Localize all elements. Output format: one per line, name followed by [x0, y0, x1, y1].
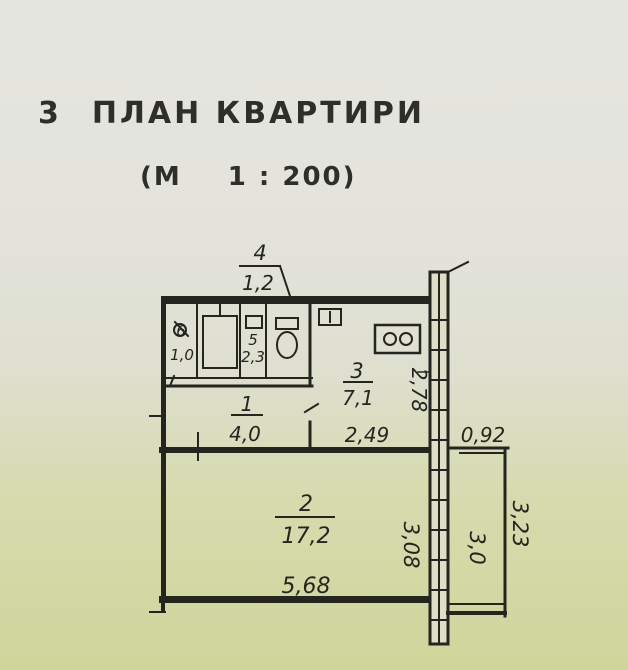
dimension-kitchen-width: 2,49	[345, 423, 390, 447]
room-5-area: 2,3	[241, 348, 265, 366]
room-1-number: 1	[241, 392, 254, 416]
interior-partitions	[149, 302, 320, 613]
dimension-balcony-width: 0,92	[461, 423, 506, 447]
plan-heading: 3 ПЛАН КВАРТИРИ	[38, 96, 425, 131]
dimension-room-height: 3,08	[399, 522, 423, 569]
room-4-area: 1,2	[242, 271, 274, 295]
vent-shaft	[173, 299, 429, 338]
plan-scale: (М 1 : 200)	[140, 162, 357, 192]
dimension-balcony-inner: 3,0	[465, 531, 489, 564]
kitchen-stove	[373, 323, 422, 355]
room-6-number: 6	[176, 322, 186, 340]
plan-title: ПЛАН КВАРТИРИ	[91, 96, 425, 131]
room-3-area: 7,1	[342, 386, 374, 410]
room-1-area: 4,0	[229, 422, 261, 446]
room-4-number: 4	[253, 241, 266, 265]
toilet	[275, 317, 299, 359]
structural-wall	[428, 260, 470, 646]
dimension-kitchen-side: 2,78	[407, 368, 431, 413]
room-2-area: 17,2	[282, 524, 331, 549]
room-5-number: 5	[248, 331, 258, 349]
dimension-lines	[231, 264, 431, 518]
room-6-area: 1,0	[170, 346, 194, 364]
plan-number: 3	[38, 96, 62, 131]
room-3-number: 3	[350, 359, 363, 383]
kitchen-sink	[318, 308, 342, 326]
bathtub	[202, 303, 238, 369]
scale-ratio: 1 : 200)	[227, 162, 357, 192]
balcony	[446, 446, 510, 618]
dimension-balcony-outer: 3,23	[508, 501, 532, 548]
room-2-number: 2	[299, 492, 313, 517]
scale-prefix: (М	[140, 162, 182, 192]
sink	[245, 315, 263, 329]
dimension-room-width: 5,68	[282, 574, 331, 599]
outer-walls	[159, 296, 437, 611]
